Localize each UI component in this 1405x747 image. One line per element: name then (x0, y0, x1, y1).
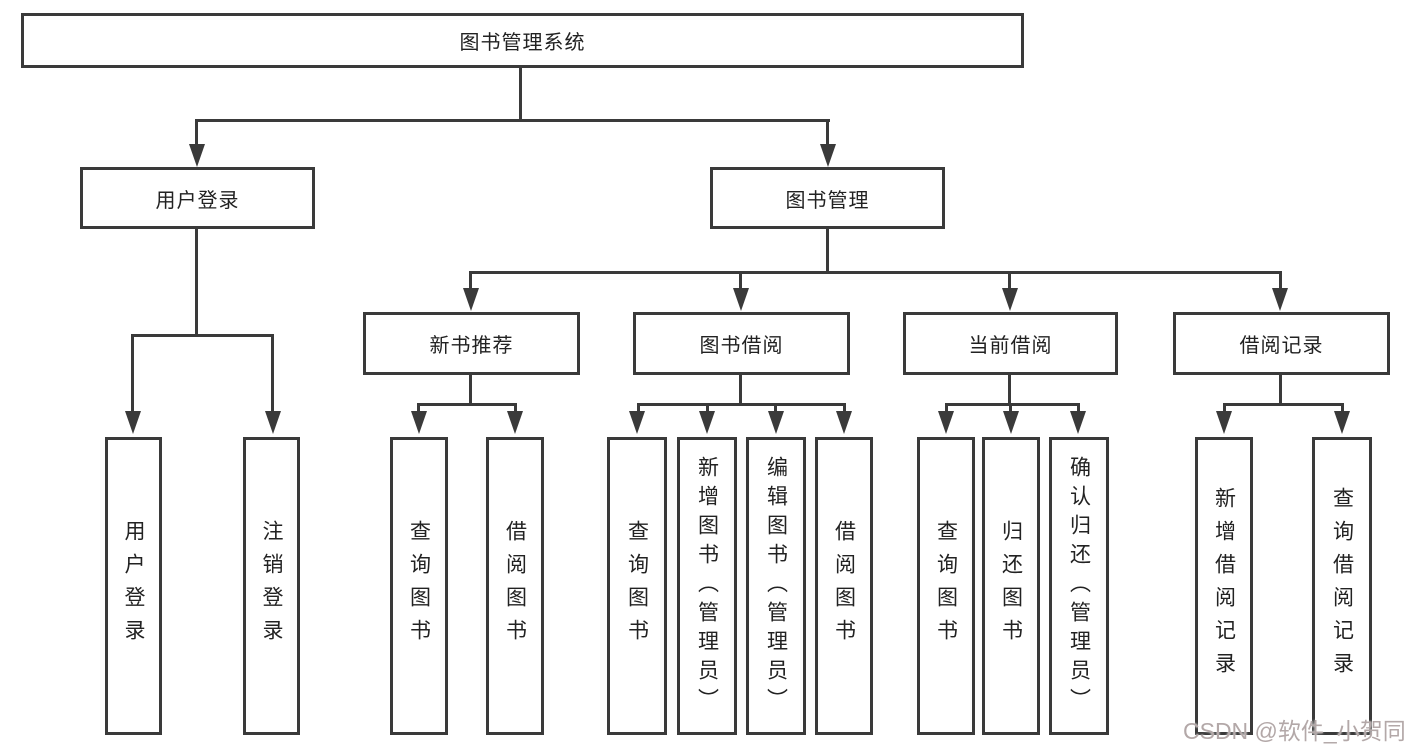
leaf-record-add: 新增借阅记录 (1195, 437, 1253, 735)
connector-drop-bb-add (706, 403, 709, 413)
leaf-borrow-borrow-book-label: 借阅图书 (832, 520, 856, 652)
leaf-borrow-edit-book-admin-label: 编辑图书（管理员） (764, 455, 788, 717)
connector-current-borrow-stub (1008, 375, 1011, 405)
connector-book-borrow-stub (739, 375, 742, 405)
arrowhead-leaf-login (125, 411, 141, 434)
arrowhead-current-borrow (1002, 288, 1018, 311)
connector-drop-bb-query (637, 403, 640, 413)
leaf-current-return-book-label: 归还图书 (999, 520, 1023, 652)
connector-current-borrow-branch (945, 403, 1080, 406)
leaf-current-confirm-return-admin: 确认归还（管理员） (1049, 437, 1109, 735)
node-root-library-system: 图书管理系统 (21, 13, 1024, 68)
connector-borrow-record-branch (1223, 403, 1344, 406)
connector-drop-user-login (195, 119, 198, 147)
node-book-borrow-label: 图书借阅 (699, 335, 784, 357)
arrowhead-br-query (1334, 411, 1350, 434)
node-book-mgmt: 图书管理 (710, 167, 945, 229)
node-book-mgmt-label: 图书管理 (785, 189, 870, 212)
connector-drop-leaf-login (131, 334, 134, 412)
connector-drop-borrow-record (1279, 271, 1282, 290)
connector-book-mgmt-branch (469, 271, 1282, 274)
connector-drop-cb-return (1009, 403, 1012, 413)
connector-drop-nb-query (417, 403, 420, 413)
arrowhead-nb-query (411, 411, 427, 434)
leaf-current-return-book: 归还图书 (982, 437, 1040, 735)
connector-drop-bb-borrow (843, 403, 846, 413)
connector-drop-leaf-logout (271, 334, 274, 412)
arrowhead-book-mgmt (820, 144, 836, 167)
connector-root-branch (195, 119, 830, 122)
arrowhead-new-book (463, 288, 479, 311)
leaf-user-login: 用户登录 (105, 437, 162, 735)
leaf-current-query-book-label: 查询图书 (934, 520, 958, 652)
connector-book-borrow-branch (637, 403, 846, 406)
connector-new-book-stub (469, 375, 472, 405)
arrowhead-cb-confirm (1070, 411, 1086, 434)
connector-new-book-branch (417, 403, 517, 406)
connector-drop-book-borrow (739, 271, 742, 290)
connector-root-stub (519, 68, 522, 121)
connector-book-mgmt-stub (826, 229, 829, 273)
connector-drop-nb-borrow (514, 403, 517, 413)
node-user-login-label: 用户登录 (155, 189, 240, 212)
leaf-borrow-borrow-book: 借阅图书 (815, 437, 873, 735)
arrowhead-cb-return (1003, 411, 1019, 434)
leaf-borrow-edit-book-admin: 编辑图书（管理员） (746, 437, 806, 735)
leaf-current-confirm-return-admin-label: 确认归还（管理员） (1067, 455, 1091, 717)
leaf-current-query-book: 查询图书 (917, 437, 975, 735)
arrowhead-br-add (1216, 411, 1232, 434)
node-new-book-recommend: 新书推荐 (363, 312, 580, 375)
leaf-newbook-query-book: 查询图书 (390, 437, 448, 735)
connector-borrow-record-stub (1279, 375, 1282, 405)
leaf-logout: 注销登录 (243, 437, 300, 735)
leaf-logout-label: 注销登录 (260, 520, 283, 652)
leaf-borrow-query-book: 查询图书 (607, 437, 667, 735)
node-current-borrow: 当前借阅 (903, 312, 1118, 375)
arrowhead-leaf-logout (265, 411, 281, 434)
connector-user-login-stub (195, 229, 198, 336)
connector-drop-br-query (1341, 403, 1344, 413)
connector-drop-book-mgmt (826, 119, 829, 147)
arrowhead-bb-edit (768, 411, 784, 434)
connector-drop-bb-edit (774, 403, 777, 413)
node-current-borrow-label: 当前借阅 (968, 335, 1053, 357)
node-borrow-record-label: 借阅记录 (1239, 335, 1324, 357)
leaf-user-login-label: 用户登录 (122, 520, 145, 652)
arrowhead-cb-query (938, 411, 954, 434)
connector-drop-cb-confirm (1077, 403, 1080, 413)
node-user-login: 用户登录 (80, 167, 315, 229)
node-borrow-record: 借阅记录 (1173, 312, 1390, 375)
node-new-book-recommend-label: 新书推荐 (429, 335, 514, 357)
leaf-borrow-query-book-label: 查询图书 (625, 520, 649, 652)
node-book-borrow: 图书借阅 (633, 312, 850, 375)
leaf-record-query-label: 查询借阅记录 (1330, 487, 1354, 685)
arrowhead-nb-borrow (507, 411, 523, 434)
arrowhead-user-login (189, 144, 205, 167)
leaf-newbook-query-book-label: 查询图书 (407, 520, 431, 652)
leaf-borrow-add-book-admin: 新增图书（管理员） (677, 437, 737, 735)
arrowhead-book-borrow (733, 288, 749, 311)
node-root-label: 图书管理系统 (459, 32, 586, 54)
connector-drop-br-add (1223, 403, 1226, 413)
leaf-record-add-label: 新增借阅记录 (1212, 487, 1236, 685)
connector-drop-current-borrow (1008, 271, 1011, 290)
arrowhead-bb-query (629, 411, 645, 434)
leaf-borrow-add-book-admin-label: 新增图书（管理员） (695, 455, 719, 717)
arrowhead-bb-borrow (836, 411, 852, 434)
arrowhead-bb-add (699, 411, 715, 434)
leaf-newbook-borrow-book-label: 借阅图书 (503, 520, 527, 652)
csdn-watermark: CSDN @软件_小贺同学 (1183, 718, 1405, 744)
leaf-record-query: 查询借阅记录 (1312, 437, 1372, 735)
leaf-newbook-borrow-book: 借阅图书 (486, 437, 544, 735)
connector-drop-cb-query (945, 403, 948, 413)
connector-drop-new-book (469, 271, 472, 290)
arrowhead-borrow-record (1272, 288, 1288, 311)
connector-user-login-branch (131, 334, 274, 337)
